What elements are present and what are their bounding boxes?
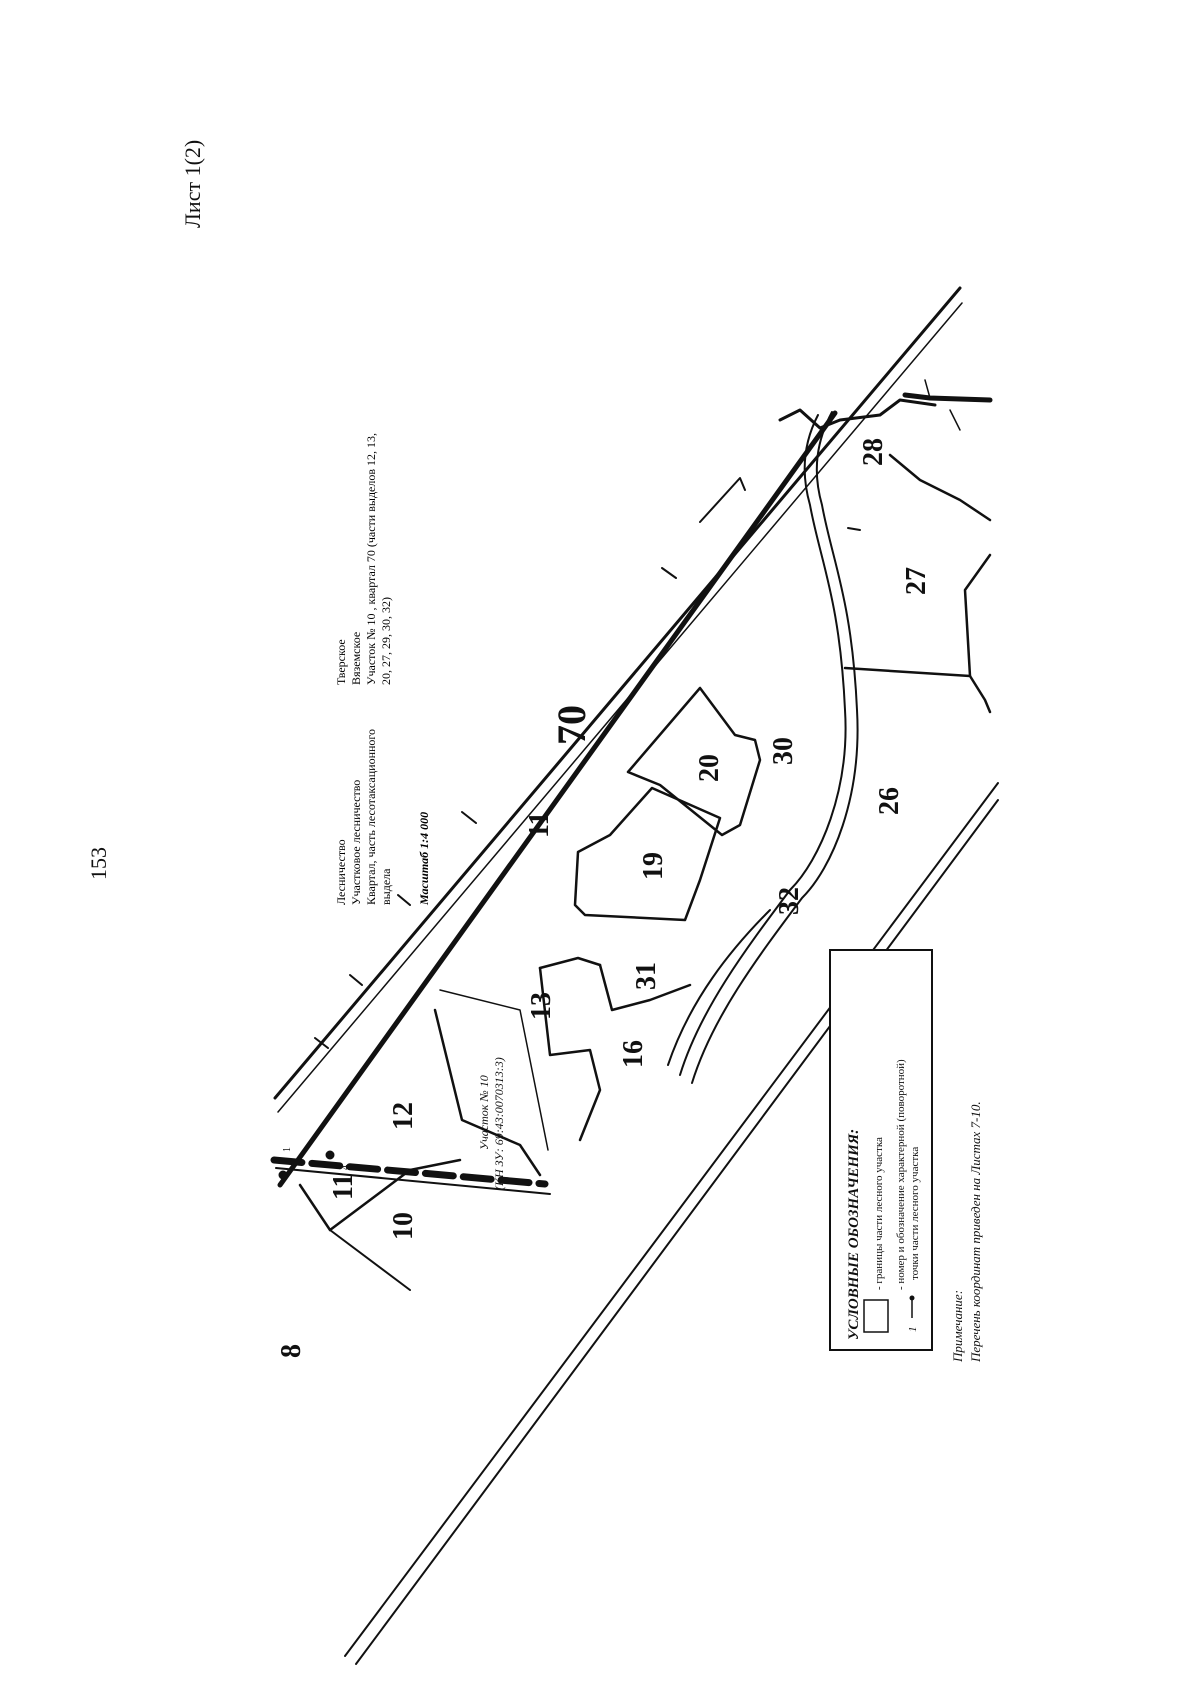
header-right-line-2: Вяземское — [349, 632, 363, 685]
note-text: Перечень координат приведен на Листах 7-… — [968, 1101, 983, 1363]
legend-item-point-line-1: - номер и обозначение характерной (повор… — [895, 1059, 907, 1290]
map-header: Лесничество Участковое лесничество Кварт… — [334, 433, 431, 906]
header-left-line-4: выдела — [379, 868, 393, 905]
legend-item-boundary: - границы части лесного участка — [873, 1137, 885, 1290]
lot-label-28: 28 — [858, 438, 889, 466]
lot-label-20: 20 — [694, 754, 725, 782]
boundary-point-4 — [325, 1150, 335, 1160]
boundary-box-icon — [863, 1299, 889, 1333]
header-left-line-1: Лесничество — [334, 839, 348, 905]
header-right-line-4: 20, 27, 29, 30, 32) — [379, 597, 393, 685]
note-title: Примечание: — [950, 1290, 965, 1363]
quarter-boundary-line — [277, 410, 838, 1188]
map-scale: Масштаб 1:4 000 — [417, 812, 431, 906]
map-linework — [270, 286, 999, 1665]
lot-label-11-left: 11 — [328, 1174, 359, 1200]
legend-item-point-line-2: точки части лесного участка — [909, 1147, 921, 1280]
lot-label-26: 26 — [874, 787, 905, 815]
lot-label-10: 10 — [388, 1212, 419, 1240]
header-left-line-2: Участковое лесничество — [349, 780, 363, 905]
plot-label-line-2: (КН ЗУ: 69:43:0070313:3) — [492, 1057, 506, 1190]
lot-label-13: 13 — [526, 992, 557, 1020]
lot-label-12: 12 — [388, 1102, 419, 1130]
plot-label-line-1: Участок № 10 — [477, 1075, 491, 1150]
header-right-line-1: Тверское — [334, 639, 348, 685]
map-labels: 70 8 11 12 13 16 19 20 26 27 28 30 31 32… — [276, 438, 932, 1358]
lot-label-31: 31 — [631, 962, 662, 990]
lot-label-32: 32 — [774, 887, 805, 915]
lot-label-27: 27 — [901, 567, 932, 595]
quarter-number-8: 8 — [276, 1344, 307, 1358]
boundary-point-1 — [278, 1170, 288, 1180]
header-right-line-3: Участок № 10 , квартал 70 (части выделов… — [364, 433, 378, 685]
map-legend: УСЛОВНЫЕ ОБОЗНАЧЕНИЯ: - границы части ле… — [829, 949, 933, 1351]
map-note: Примечание: Перечень координат приведен … — [950, 1101, 983, 1363]
legend-point-symbol-label: 1 — [907, 1327, 919, 1333]
point-label-1: 1 — [282, 1147, 293, 1152]
lot-label-11: 11 — [524, 812, 555, 838]
point-label-4: 4 — [340, 1165, 351, 1170]
point-marker-icon — [909, 1295, 915, 1318]
lot-label-19: 19 — [638, 852, 669, 880]
legend-title: УСЛОВНЫЕ ОБОЗНАЧЕНИЯ: — [846, 1129, 862, 1340]
quarter-number-70: 70 — [549, 705, 594, 745]
lot-label-30: 30 — [768, 737, 799, 765]
header-left-line-3: Квартал, часть лесотаксационного — [364, 729, 378, 905]
lot-label-16: 16 — [618, 1040, 649, 1068]
